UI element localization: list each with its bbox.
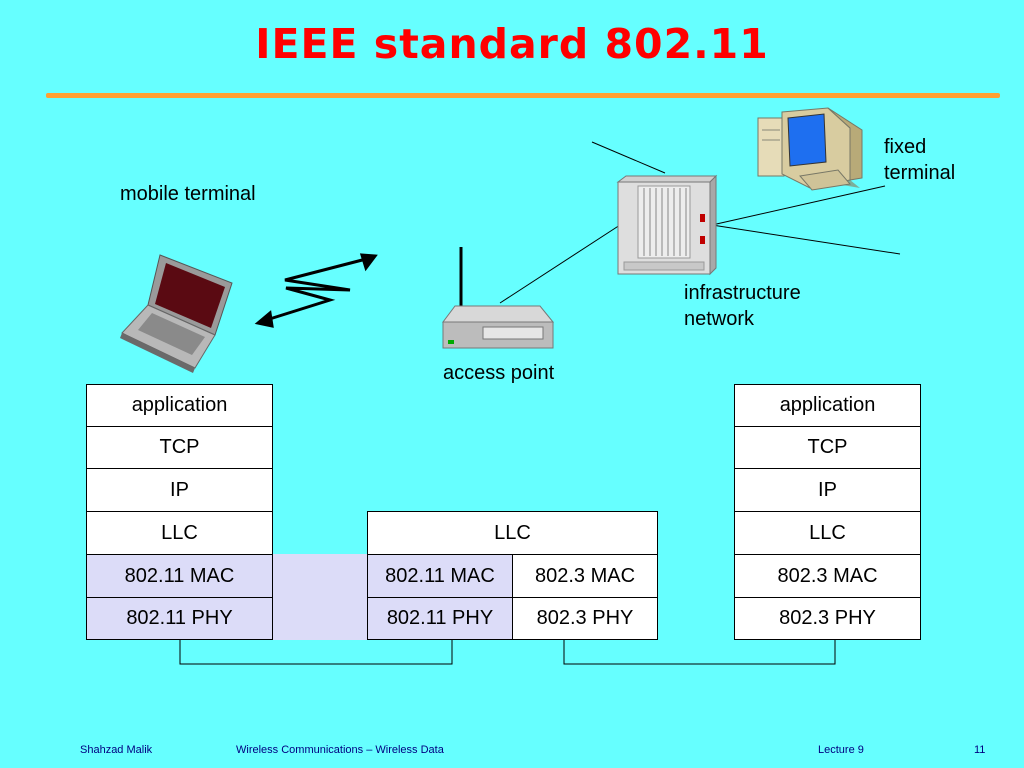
- desktop-computer-icon: [757, 107, 863, 191]
- ap-llc-layer: LLC: [367, 511, 658, 555]
- fixed-terminal-label: fixed terminal: [884, 134, 955, 186]
- access-point-icon: [442, 247, 555, 349]
- slide-title: IEEE standard 802.11: [255, 20, 769, 68]
- footer-course: Wireless Communications – Wireless Data: [236, 744, 444, 756]
- wireless-medium-band: [272, 554, 368, 640]
- fixed-terminal-label-line2: terminal: [884, 162, 956, 184]
- infrastructure-network-label-line1: infrastructure: [684, 282, 801, 304]
- physical-connections: [179, 640, 836, 665]
- infrastructure-network-label-line2: network: [684, 308, 755, 330]
- mobile-mac-layer: 802.11 MAC: [86, 554, 273, 598]
- mobile-phy-layer: 802.11 PHY: [86, 597, 273, 640]
- fixed-mac-layer: 802.3 MAC: [734, 554, 921, 598]
- fixed-ip-layer: IP: [734, 468, 921, 512]
- ap-ethernet-mac-layer: 802.3 MAC: [512, 554, 658, 598]
- mobile-ip-layer: IP: [86, 468, 273, 512]
- ap-wireless-phy-layer: 802.11 PHY: [367, 597, 513, 640]
- access-point-label: access point: [443, 362, 555, 384]
- mobile-llc-layer: LLC: [86, 511, 273, 555]
- ap-wireless-mac-layer: 802.11 MAC: [367, 554, 513, 598]
- infrastructure-lines: [499, 141, 901, 304]
- rack-server-icon: [616, 174, 718, 276]
- footer-lecture: Lecture 9: [818, 744, 864, 756]
- fixed-phy-layer: 802.3 PHY: [734, 597, 921, 640]
- fixed-llc-layer: LLC: [734, 511, 921, 555]
- footer-page-number: 11: [974, 744, 986, 756]
- fixed-terminal-label-line1: fixed: [884, 136, 927, 158]
- title-divider: [46, 93, 1000, 98]
- ap-ethernet-phy-layer: 802.3 PHY: [512, 597, 658, 640]
- infrastructure-network-label: infrastructure network: [684, 280, 801, 332]
- mobile-terminal-label: mobile terminal: [120, 183, 256, 205]
- fixed-tcp-layer: TCP: [734, 426, 921, 469]
- mobile-tcp-layer: TCP: [86, 426, 273, 469]
- laptop-icon: [120, 254, 233, 373]
- mobile-application-layer: application: [86, 384, 273, 427]
- footer-author: Shahzad Malik: [80, 744, 153, 756]
- wireless-link-icon: [254, 253, 378, 328]
- fixed-application-layer: application: [734, 384, 921, 427]
